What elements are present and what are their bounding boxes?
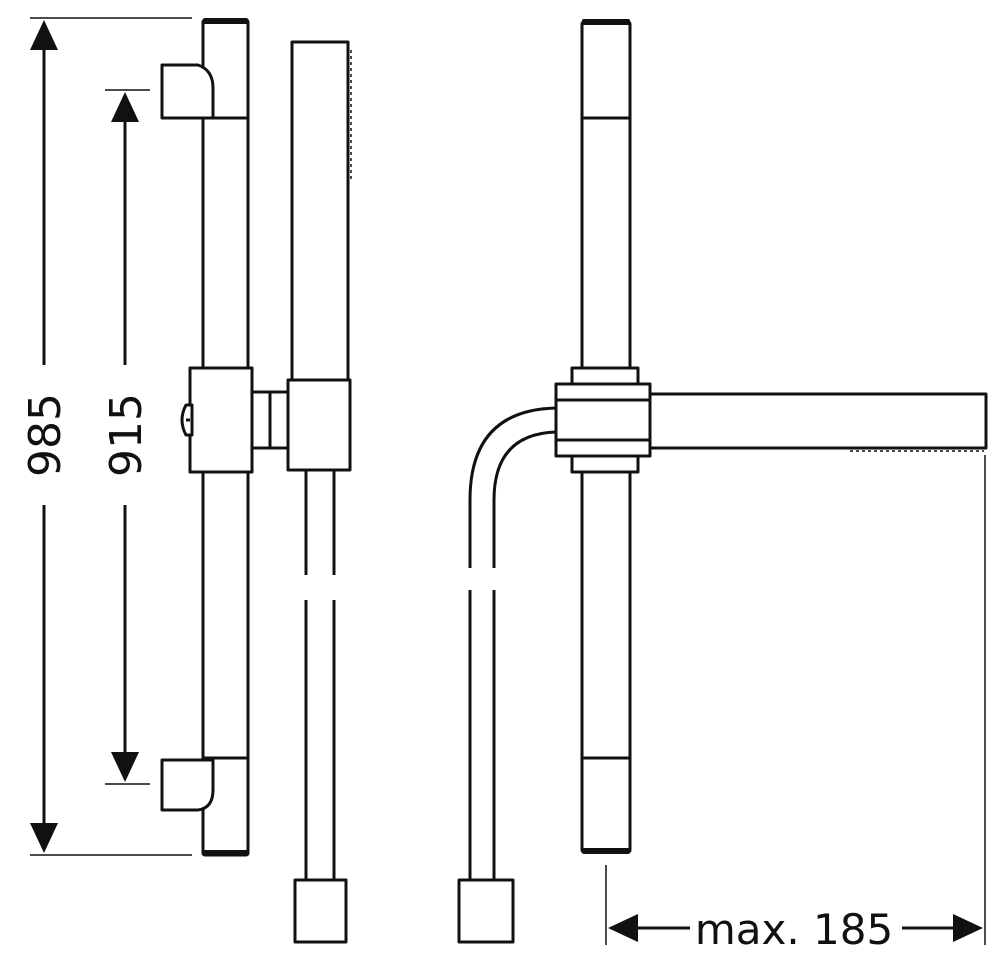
hose-nut — [293, 878, 348, 944]
rail-bottom-cap — [203, 850, 248, 856]
shower-hose — [304, 470, 336, 880]
bottom-wall-bracket — [160, 758, 215, 812]
arrow-left-185 — [608, 914, 638, 942]
arrow-up-985 — [30, 20, 58, 50]
hand-shower-body — [290, 40, 350, 382]
side-slider-body — [554, 382, 652, 458]
arrow-down-985 — [30, 823, 58, 853]
side-hose — [468, 406, 557, 880]
rail-top-cap — [203, 18, 248, 24]
top-wall-bracket — [160, 63, 215, 120]
hand-shower-holder — [286, 378, 352, 472]
arrow-up-915 — [111, 92, 139, 122]
dimension-985: 985 — [20, 17, 192, 856]
dimension-985-label: 985 — [20, 393, 71, 477]
dimension-915-label: 915 — [101, 393, 152, 477]
slider-connector — [250, 390, 272, 450]
side-hose-nut — [457, 878, 515, 944]
hand-shower-front-view — [286, 40, 352, 944]
arrow-down-915 — [111, 752, 139, 782]
dimension-915: 915 — [101, 89, 152, 785]
shower-rail-side-view — [457, 19, 988, 944]
arrow-right-185 — [953, 914, 983, 942]
shower-rail-front-view — [160, 18, 310, 857]
dimension-185: max. 185 — [605, 455, 986, 954]
side-rail-top-cap — [582, 19, 630, 25]
dimension-185-label: max. 185 — [695, 905, 893, 954]
side-hand-shower — [648, 392, 988, 450]
side-rail-bottom-cap — [582, 848, 630, 854]
slider-block — [188, 366, 254, 474]
